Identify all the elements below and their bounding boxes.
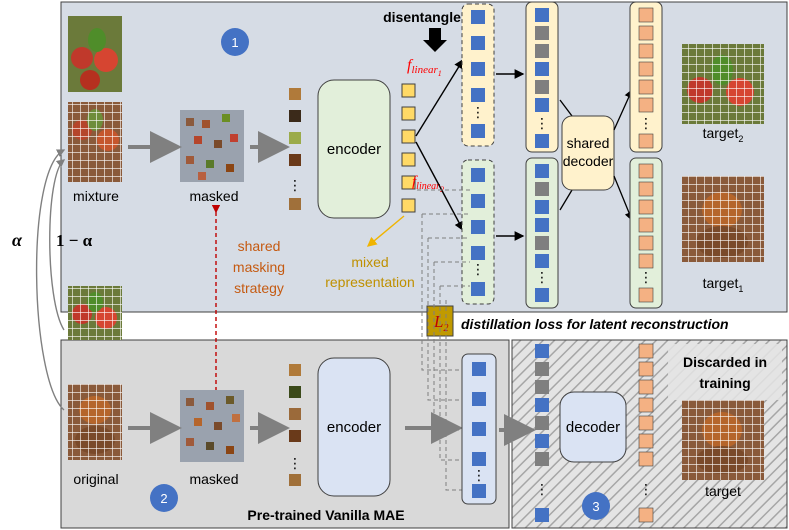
encoder-label-bottom: encoder [327, 419, 381, 436]
decoder-label-bottom: decoder [566, 419, 620, 436]
sequence-2-ellipsis: ⋮ [535, 269, 549, 285]
masked-image-top [180, 110, 244, 182]
panel-bottom [60, 339, 510, 529]
discarded-output-ellipsis: ⋮ [639, 481, 653, 497]
latent-tokens-bottom [461, 353, 497, 505]
step-2-number: 2 [160, 491, 167, 506]
alpha-label: α [12, 230, 23, 250]
f-linear-1-label: flinear1 [407, 57, 442, 78]
alpha-curve [35, 149, 66, 411]
visible-patches-bottom [289, 364, 301, 486]
shared-masking-1: shared [238, 238, 281, 254]
bottom-top-image [68, 286, 122, 340]
masked-label-bottom: masked [189, 471, 238, 487]
original-image [68, 384, 122, 460]
encoder-top [317, 79, 391, 219]
discarded-label-1: Discarded in [683, 354, 767, 370]
output-sequence-bottom [629, 157, 663, 309]
output-bottom-ellipsis: ⋮ [639, 269, 653, 285]
head-2 [461, 159, 495, 305]
one-minus-alpha-curve [49, 159, 66, 331]
original-label: original [73, 471, 118, 487]
target-2-label: target2 [703, 125, 744, 144]
step-1-circle [221, 28, 249, 56]
sequence-1 [525, 1, 559, 153]
discarded-label-2: training [699, 375, 750, 391]
output-sequence-top [629, 1, 663, 153]
shared-decoder-label-1: shared [567, 135, 610, 151]
step-1-number: 1 [231, 35, 238, 50]
mixed-tokens [401, 83, 416, 213]
output-top-ellipsis: ⋮ [639, 115, 653, 131]
shared-decoder [561, 115, 615, 191]
mixed-rep-1: mixed [351, 254, 388, 270]
latent-bottom-ellipsis: ⋮ [472, 467, 486, 483]
head-1-ellipsis: ⋮ [471, 104, 485, 120]
discarded-sequence [535, 344, 549, 522]
target-1-label: target1 [703, 275, 744, 294]
mixed-rep-2: representation [325, 274, 415, 290]
target-image [682, 400, 764, 480]
target-label: target [705, 483, 741, 499]
mixture-image [68, 102, 122, 182]
disentangle-arrow [423, 28, 447, 52]
shared-masking-2: masking [233, 259, 285, 275]
patches-ellipsis-top: ⋮ [288, 177, 302, 193]
decoder-bottom [559, 391, 627, 463]
pretrained-mae-label: Pre-trained Vanilla MAE [247, 507, 404, 523]
discarded-seq-ellipsis: ⋮ [535, 481, 549, 497]
step-3-number: 3 [592, 499, 599, 514]
mixture-label: mixture [73, 188, 119, 204]
target-1-image [682, 176, 764, 262]
shared-masking-3: strategy [234, 280, 284, 296]
target-2-image [682, 44, 764, 124]
head-1 [461, 3, 495, 147]
sequence-2 [525, 157, 559, 309]
visible-patches-top [289, 88, 301, 210]
masked-label-top: masked [189, 188, 238, 204]
head-2-ellipsis: ⋮ [471, 261, 485, 277]
sequence-1-ellipsis: ⋮ [535, 115, 549, 131]
top-original-image [68, 16, 122, 92]
masked-image-bottom [180, 390, 244, 462]
mixed-rep-arrow [366, 215, 405, 247]
disentangle-label: disentangle [383, 9, 461, 25]
distillation-loss-label: distillation loss for latent reconstruct… [461, 316, 729, 332]
shared-decoder-label-2: decoder [563, 153, 614, 169]
encoder-label-top: encoder [327, 141, 381, 158]
encoder-bottom [317, 357, 391, 497]
discarded-output [638, 343, 654, 523]
step-2-circle [150, 484, 178, 512]
one-minus-alpha-label: 1 − α [56, 231, 93, 250]
patches-ellipsis-bottom: ⋮ [288, 455, 302, 471]
step-3-circle [582, 492, 610, 520]
